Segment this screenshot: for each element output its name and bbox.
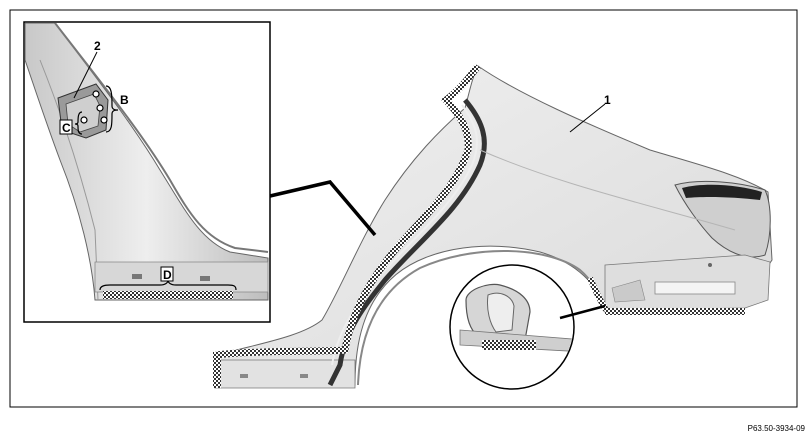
rear-quarter-panel <box>214 65 773 389</box>
weld-seam-inset <box>103 291 233 299</box>
leader-2 <box>73 51 98 99</box>
spot-weld-2 <box>96 104 104 112</box>
spot-weld-1 <box>92 90 100 98</box>
callout-label-d: D <box>163 268 172 282</box>
leader-1 <box>569 103 606 133</box>
weld-seam-main <box>213 63 745 388</box>
detail-circle-magnifier <box>449 264 606 390</box>
brace-b <box>105 85 119 133</box>
brace-c <box>74 111 83 135</box>
spot-weld-3 <box>100 116 108 124</box>
figure-frame <box>9 9 798 408</box>
callout-part-2: 2 <box>94 39 101 53</box>
spot-weld-4 <box>80 116 88 124</box>
callout-label-b: B <box>120 93 129 107</box>
magnifier-connector <box>559 304 606 320</box>
detail-inset-pillar <box>23 21 271 323</box>
callout-label-c: C <box>62 121 71 135</box>
callout-part-1: 1 <box>604 93 611 107</box>
detail-connector-line <box>269 180 377 237</box>
reference-code: P63.50-3934-09 <box>747 424 805 433</box>
